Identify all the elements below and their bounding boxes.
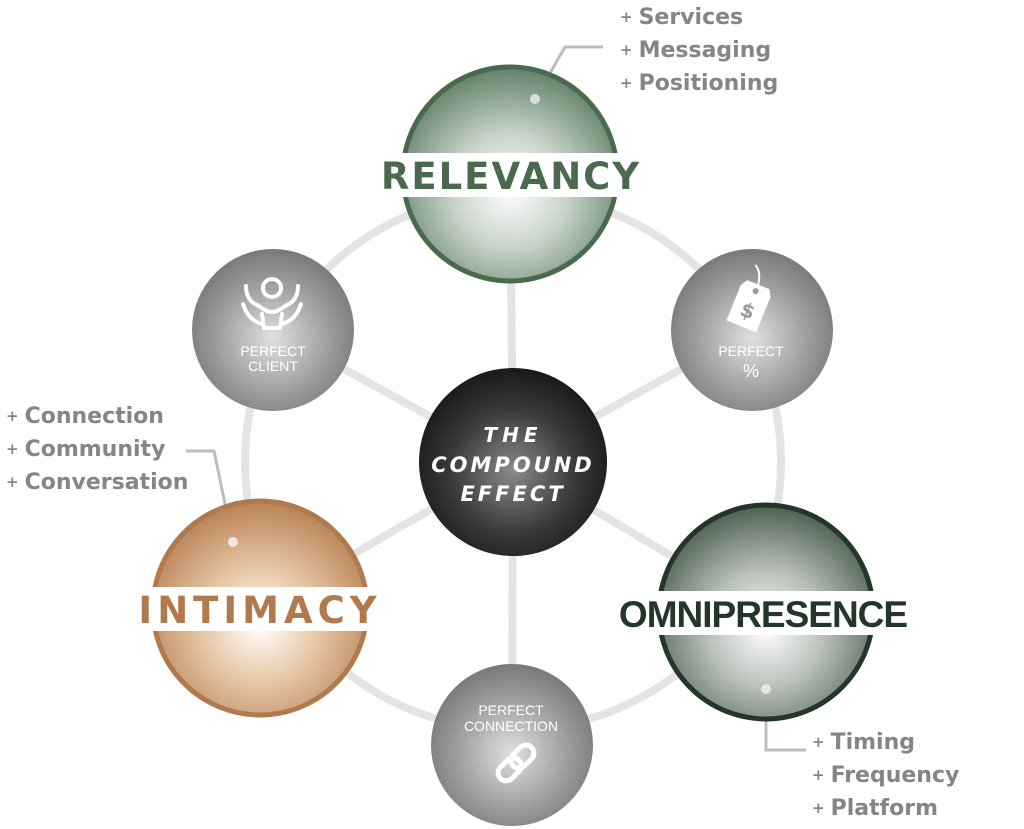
- intimacy-node: INTIMACY: [129, 498, 391, 718]
- intimacy-label: INTIMACY: [138, 589, 381, 632]
- perfect-connection-sphere: [431, 664, 593, 826]
- omnipresence-bullet-item: + Timing: [812, 727, 959, 760]
- person-arms-up-icon: [241, 277, 303, 330]
- perfect-client-node: PERFECT CLIENT: [192, 249, 354, 411]
- plus-icon: +: [620, 74, 633, 92]
- plus-icon: +: [6, 473, 19, 491]
- center-line2: COMPOUND: [431, 453, 594, 477]
- perfect-client-line2: CLIENT: [248, 358, 298, 374]
- perfect-connection-node: PERFECT CONNECTION: [431, 664, 593, 826]
- omnipresence-item-platform: Platform: [830, 796, 939, 821]
- omnipresence-label-band: [604, 591, 922, 635]
- intimacy-bullet-item: + Community: [6, 434, 188, 467]
- intimacy-bullet-item: + Conversation: [6, 467, 188, 500]
- relevancy-label: RELEVANCY: [381, 155, 641, 198]
- center-line1: THE: [483, 423, 542, 447]
- intimacy-bullet-item: + Connection: [6, 401, 188, 434]
- plus-icon: +: [812, 799, 825, 817]
- center-line3: EFFECT: [460, 482, 565, 506]
- omnipresence-bullet-item: + Platform: [812, 793, 959, 826]
- price-tag-icon: $: [726, 264, 771, 333]
- omnipresence-item-frequency: Frequency: [830, 763, 960, 788]
- plus-icon: +: [6, 407, 19, 425]
- perfect-connection-line1: PERFECT: [478, 702, 544, 718]
- intimacy-bullets: + Connection + Community + Conversation: [6, 401, 188, 500]
- relevancy-bullets: + Services + Messaging + Positioning: [620, 2, 778, 101]
- omnipresence-item-timing: Timing: [830, 730, 916, 755]
- omnipresence-label: OMNIPRESENCE: [619, 594, 907, 635]
- relevancy-callout-dot: [530, 94, 540, 104]
- perfect-price-line1: PERFECT: [718, 343, 784, 359]
- intimacy-label-band: [129, 587, 391, 631]
- relevancy-item-services: Services: [638, 5, 744, 30]
- omnipresence-node: OMNIPRESENCE: [604, 502, 922, 722]
- perfect-price-line2: %: [743, 361, 759, 381]
- plus-icon: +: [6, 440, 19, 458]
- relevancy-node: RELEVANCY: [378, 64, 644, 284]
- plus-icon: +: [812, 766, 825, 784]
- intimacy-item-connection: Connection: [24, 404, 164, 429]
- intimacy-item-community: Community: [24, 437, 166, 462]
- relevancy-item-positioning: Positioning: [638, 71, 779, 96]
- perfect-connection-line2: CONNECTION: [464, 718, 558, 734]
- omnipresence-bullets: + Timing + Frequency + Platform: [812, 727, 959, 826]
- relevancy-label-band: [378, 153, 644, 197]
- plus-icon: +: [620, 8, 633, 26]
- perfect-price-node: $ PERFECT %: [671, 249, 833, 411]
- chain-link-icon: [495, 742, 537, 784]
- relevancy-bullet-item: + Services: [620, 2, 778, 35]
- relevancy-bullet-item: + Messaging: [620, 35, 778, 68]
- omnipresence-bullet-item: + Frequency: [812, 760, 959, 793]
- perfect-client-line1: PERFECT: [240, 343, 306, 359]
- intimacy-item-conversation: Conversation: [24, 470, 189, 495]
- relevancy-bullet-item: + Positioning: [620, 68, 778, 101]
- omnipresence-callout-dot: [761, 684, 771, 694]
- intimacy-callout-dot: [228, 537, 238, 547]
- plus-icon: +: [620, 41, 633, 59]
- center-node: THE COMPOUND EFFECT: [419, 368, 607, 556]
- center-sphere: [419, 368, 607, 556]
- relevancy-item-messaging: Messaging: [638, 38, 772, 63]
- plus-icon: +: [812, 733, 825, 751]
